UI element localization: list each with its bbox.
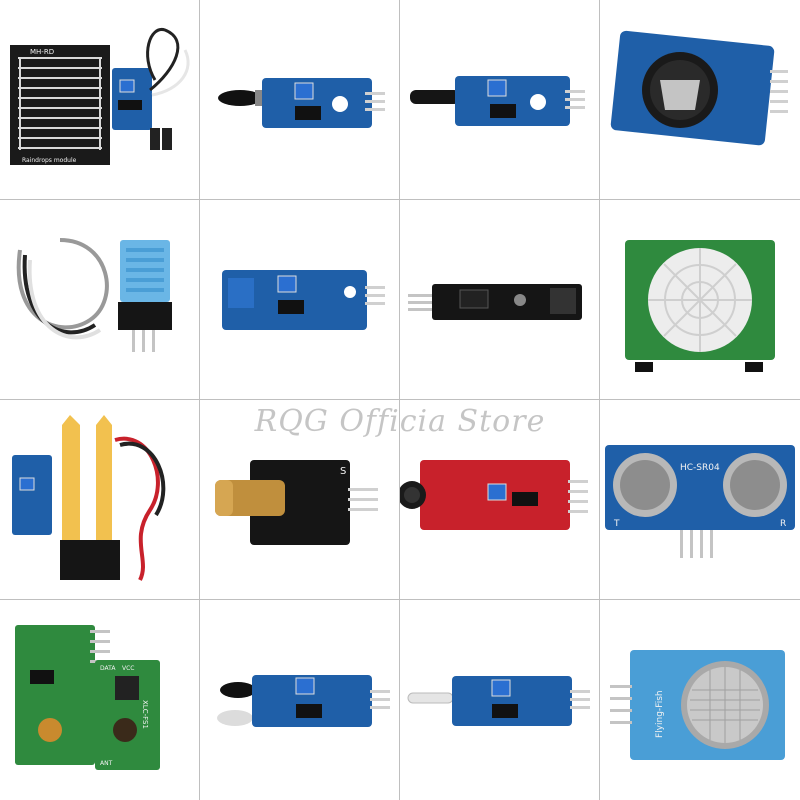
dht11-sensor-image (16, 238, 172, 352)
ultrasonic-sensor-cell: HC-SR04 T R (600, 400, 800, 600)
dht11-sensor-cell (0, 200, 200, 400)
rf-module-image: XLC-FS1 DATA VCC ANT (15, 625, 160, 770)
pir-sensor-cell (600, 200, 800, 400)
ir-obstacle-sensor-image (217, 675, 390, 727)
ir-obstacle-sensor-cell (200, 600, 400, 800)
raindrop-bottom-label: Raindrops module (22, 157, 77, 164)
rf-tx-data-label: DATA (100, 665, 116, 672)
sound-sensor-image (400, 460, 588, 530)
vibration-sensor-cell (400, 0, 600, 200)
soil-moisture-sensor-cell (0, 400, 200, 600)
raindrop-sensor-cell: MH-RD Raindrops module (0, 0, 200, 200)
ultrasonic-t-label: T (613, 519, 620, 529)
gas-sensor-cell: Flying-Fish (600, 600, 800, 800)
ultrasonic-r-label: R (780, 519, 786, 529)
line-tracking-sensor-image (408, 284, 582, 320)
sound-sensor-cell (400, 400, 600, 600)
gas-brand-label: Flying-Fish (655, 690, 665, 738)
ultrasonic-model-label: HC-SR04 (680, 463, 720, 473)
flame-sensor-image (218, 78, 385, 128)
laser-s-label: S (340, 466, 346, 477)
rf-tx-ant-label: ANT (100, 760, 113, 767)
tilt-sensor-image (222, 270, 385, 330)
rf-tx-model-label: XLC-FS1 (141, 700, 149, 729)
gas-sensor-image: Flying-Fish (610, 650, 785, 760)
laser-module-image: S (215, 460, 378, 545)
laser-module-cell: S (200, 400, 400, 600)
pir-sensor-image (625, 240, 775, 372)
raindrop-top-label: MH-RD (30, 48, 54, 56)
reed-switch-sensor-image (407, 676, 590, 726)
flame-sensor-cell (200, 0, 400, 200)
soil-moisture-sensor-image (12, 415, 166, 581)
reed-switch-sensor-cell (400, 600, 600, 800)
rtc-module-image (610, 30, 788, 146)
rf-module-cell: XLC-FS1 DATA VCC ANT (0, 600, 200, 800)
rf-tx-vcc-label: VCC (122, 665, 134, 672)
rtc-module-cell (600, 0, 800, 200)
line-tracking-sensor-cell (400, 200, 600, 400)
raindrop-sensor-image: MH-RD Raindrops module (10, 28, 190, 165)
ultrasonic-sensor-image: HC-SR04 T R (605, 445, 795, 558)
tilt-sensor-cell (200, 200, 400, 400)
vibration-sensor-image (410, 76, 585, 126)
